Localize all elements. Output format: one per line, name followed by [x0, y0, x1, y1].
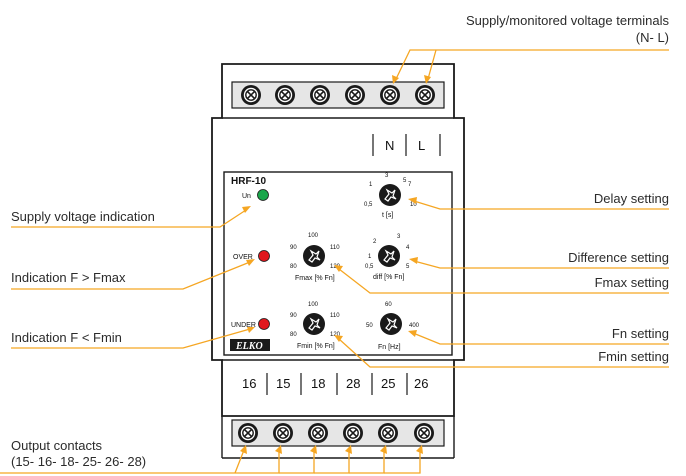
callout-delay-setting: Delay setting — [594, 191, 669, 206]
screw-icon[interactable] — [377, 422, 399, 444]
callout-supply-indication: Supply voltage indication — [11, 209, 155, 224]
scale-label: 7 — [408, 182, 412, 188]
top-terminal-labels: N L — [372, 134, 441, 156]
fmin-knob[interactable]: 80 90 100 110 120 Fmin [% Fn] — [290, 302, 341, 350]
scale-label: 50 — [366, 323, 373, 329]
screw-icon[interactable] — [309, 84, 331, 106]
callout-output-contacts: Output contacts — [11, 438, 103, 453]
callout-fmin-setting: Fmin setting — [598, 349, 669, 364]
diff-knob-icon[interactable] — [377, 244, 401, 268]
screw-icon[interactable] — [414, 84, 436, 106]
scale-label: 90 — [290, 313, 297, 319]
callout-output-contacts-sub: (15- 16- 18- 25- 26- 28) — [11, 454, 146, 469]
scale-label: 0,5 — [364, 202, 373, 208]
scale-label: 3 — [385, 173, 389, 179]
scale-label: 80 — [290, 332, 297, 338]
fn-knob-label: Fn [Hz] — [378, 344, 401, 351]
scale-label: 5 — [406, 264, 410, 270]
scale-label: 5 — [403, 178, 407, 184]
scale-label: 80 — [290, 264, 297, 270]
scale-label: 400 — [409, 323, 420, 329]
terminal-label: 16 — [242, 376, 256, 391]
model-label: HRF-10 — [231, 176, 266, 187]
callout-supply-terminals-sub: (N- L) — [636, 30, 669, 45]
scale-label: 90 — [290, 245, 297, 251]
screw-icon[interactable] — [344, 84, 366, 106]
un-indicator-label: Un — [242, 193, 251, 200]
under-indicator: UNDER — [231, 318, 270, 330]
scale-label: 110 — [330, 245, 340, 251]
bottom-terminal-labels: 16 15 18 28 25 26 — [242, 373, 428, 395]
scale-label: 100 — [308, 233, 319, 239]
screw-icon[interactable] — [413, 422, 435, 444]
terminal-label: 18 — [311, 376, 325, 391]
screw-icon[interactable] — [237, 422, 259, 444]
scale-label: 4 — [406, 245, 410, 251]
terminal-label-l: L — [418, 138, 425, 153]
fmax-knob-icon[interactable] — [302, 244, 326, 268]
top-terminal-strip — [231, 81, 445, 109]
scale-label: 0,5 — [365, 264, 374, 270]
fn-knob-icon[interactable] — [379, 312, 403, 336]
over-led-icon — [258, 250, 270, 262]
screw-icon[interactable] — [379, 84, 401, 106]
callout-supply-terminals: Supply/monitored voltage terminals — [466, 13, 670, 28]
scale-label: 100 — [308, 302, 319, 308]
scale-label: 10 — [410, 202, 417, 208]
callout-over-indication: Indication F > Fmax — [11, 270, 126, 285]
screw-icon[interactable] — [307, 422, 329, 444]
terminal-label: 25 — [381, 376, 395, 391]
under-led-icon — [258, 318, 270, 330]
relay-housing — [211, 63, 465, 459]
callout-difference-setting: Difference setting — [568, 250, 669, 265]
scale-label: 1 — [368, 254, 372, 260]
screw-icon[interactable] — [240, 84, 262, 106]
scale-label: 3 — [397, 234, 401, 240]
delay-knob-label: t [s] — [382, 212, 393, 219]
brand-logo — [230, 339, 270, 351]
diff-knob[interactable]: 0,5 1 2 3 4 5 diff [% Fn] — [365, 234, 410, 281]
delay-knob-icon[interactable] — [378, 183, 402, 207]
fmax-knob[interactable]: 80 90 100 110 120 Fmax [% Fn] — [290, 233, 341, 282]
screw-icon[interactable] — [272, 422, 294, 444]
delay-knob[interactable]: 0,5 1 3 5 7 10 t [s] — [364, 173, 417, 219]
terminal-label: 15 — [276, 376, 290, 391]
under-indicator-label: UNDER — [231, 322, 256, 329]
over-indicator: OVER — [233, 250, 270, 262]
terminal-label: 28 — [346, 376, 360, 391]
fmin-knob-label: Fmin [% Fn] — [297, 343, 335, 350]
leader-lines — [0, 49, 669, 474]
scale-label: 1 — [369, 182, 373, 188]
un-indicator: Un — [242, 189, 269, 201]
terminal-label-n: N — [385, 138, 394, 153]
callout-fmax-setting: Fmax setting — [595, 275, 669, 290]
fmin-knob-icon[interactable] — [302, 312, 326, 336]
screw-icon[interactable] — [342, 422, 364, 444]
fn-knob[interactable]: 50 60 400 Fn [Hz] — [366, 302, 420, 351]
bottom-terminal-strip — [231, 419, 445, 447]
scale-label: 120 — [330, 332, 341, 338]
screw-icon[interactable] — [274, 84, 296, 106]
over-indicator-label: OVER — [233, 254, 253, 261]
terminal-label: 26 — [414, 376, 428, 391]
scale-label: 60 — [385, 302, 392, 308]
diff-knob-label: diff [% Fn] — [373, 274, 404, 281]
scale-label: 120 — [330, 264, 341, 270]
scale-label: 2 — [373, 239, 377, 245]
brand-logo-text: ELKO — [235, 341, 263, 352]
callout-labels: Supply/monitored voltage terminals (N- L… — [11, 13, 669, 469]
callout-under-indication: Indication F < Fmin — [11, 330, 122, 345]
fmax-knob-label: Fmax [% Fn] — [295, 275, 335, 282]
un-led-icon — [257, 189, 269, 201]
scale-label: 110 — [330, 313, 340, 319]
callout-fn-setting: Fn setting — [612, 326, 669, 341]
